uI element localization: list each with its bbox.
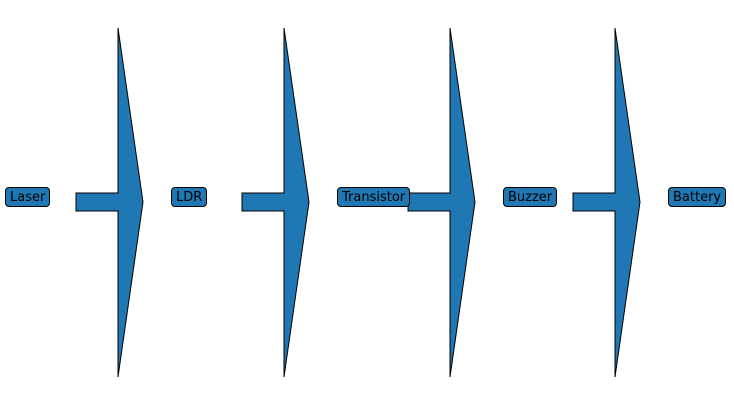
arrow-transistor-to-buzzer <box>407 27 476 378</box>
arrow-ldr-to-transistor <box>241 27 310 378</box>
node-ldr: LDR <box>171 187 208 207</box>
node-laser: Laser <box>5 187 51 207</box>
arrow-laser-to-ldr <box>75 27 144 378</box>
node-battery: Battery <box>668 187 727 207</box>
node-transistor: Transistor <box>337 187 411 207</box>
arrow-buzzer-to-battery <box>572 27 641 378</box>
node-buzzer: Buzzer <box>503 187 558 207</box>
